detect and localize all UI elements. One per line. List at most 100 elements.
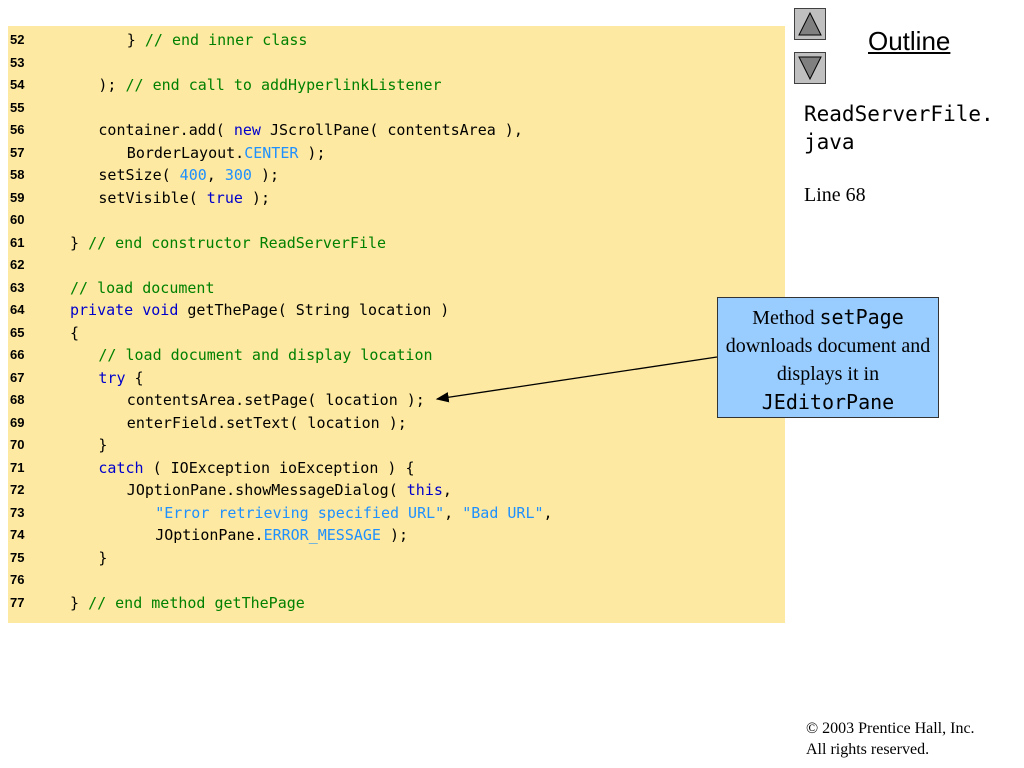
code-token: { [70,323,80,342]
code-keyword: new [233,121,261,139]
code-text: } // end method getThePage [70,592,305,614]
next-slide-button[interactable] [794,52,826,84]
line-number: 56 [10,122,25,137]
line-number: 54 [10,77,25,92]
code-token: } [98,548,108,567]
code-line: 55 [8,97,785,119]
code-comment: // load document and display location [98,346,433,364]
code-token: ); [242,188,270,207]
code-keyword: this [406,481,443,499]
code-line: 52 } // end inner class [8,29,785,51]
code-text: } [98,547,107,569]
code-text: } // end inner class [127,29,308,51]
line-number: 60 [10,212,25,227]
outline-link[interactable]: Outline [868,26,951,56]
line-number: 62 [10,257,25,272]
code-text: "Error retrieving specified URL", "Bad U… [155,502,552,524]
code-text: setSize( 400, 300 ); [98,164,279,186]
code-comment: // end method getThePage [88,593,305,612]
code-text: } [98,434,107,456]
code-line: 77} // end method getThePage [8,592,785,614]
code-keyword: catch [98,458,144,477]
code-comment: // load document [70,278,215,297]
previous-slide-button[interactable] [794,8,826,40]
code-line: 73 "Error retrieving specified URL", "Bad… [8,502,785,524]
line-number: 70 [10,437,25,452]
code-line: 62 [8,254,785,276]
code-line: 75} [8,547,785,569]
code-keyword: void [142,301,179,319]
code-token [133,301,142,319]
code-line: 54); // end call to addHyperlinkListener [8,74,785,96]
code-token: JOptionPane.showMessageDialog( [126,481,407,499]
code-text: { [70,322,79,344]
line-number: 65 [10,324,25,340]
code-token: BorderLayout. [126,143,245,162]
triangle-down-icon [798,56,822,81]
code-text: BorderLayout.CENTER ); [127,142,326,164]
line-number: 57 [10,144,25,160]
code-text: private void getThePage( String location… [70,299,449,321]
line-number: 59 [10,189,25,205]
callout-component: JEditorPane [761,390,895,414]
code-comment: // end constructor ReadServerFile [88,233,387,252]
code-comment: // end call to addHyperlinkListener [125,76,442,94]
line-number: 68 [10,392,25,407]
callout-method: setPage [819,305,904,329]
code-token: ); [251,166,280,184]
code-line: 68 contentsArea.setPage( location ); [8,389,785,411]
code-keyword: try [98,368,126,387]
code-token: } [70,593,89,612]
code-text: enterField.setText( location ); [127,412,407,434]
code-line: 72 JOptionPane.showMessageDialog( this, [8,479,785,501]
line-reference: Line 68 [804,184,866,206]
code-line: 53 [8,52,785,74]
file-name: ReadServerFile. java [804,102,994,154]
code-text: contentsArea.setPage( location ); [127,389,425,411]
callout-prefix: Method [752,307,820,329]
line-number: 64 [10,302,25,317]
code-token: , [206,166,225,184]
code-line: 64 private void getThePage( String locati… [8,299,785,321]
line-number: 66 [10,347,25,362]
code-token: ); [98,76,126,94]
line-number: 77 [10,594,25,610]
code-keyword: private [70,301,134,319]
code-token: container.add( [98,121,234,139]
code-literal: 300 [224,166,252,184]
code-literal: ERROR_MESSAGE [263,526,381,544]
code-keyword: true [206,188,243,207]
code-token: ); [298,143,326,162]
code-line: 70} [8,434,785,456]
code-token: } [98,436,108,454]
code-text: // load document [70,277,215,299]
copyright-symbol: © [806,720,819,737]
copyright-line1: 2003 Prentice Hall, Inc. [818,720,975,737]
line-number: 72 [10,482,25,497]
line-number: 63 [10,279,25,295]
code-token: JOptionPane. [155,526,264,544]
line-number: 75 [10,549,25,565]
code-comment: // end inner class [144,31,308,49]
line-number: 61 [10,234,25,250]
code-text: try { [98,367,143,389]
callout-box: Method setPage downloads document and di… [717,297,939,418]
code-line: 57 BorderLayout.CENTER ); [8,142,785,164]
code-line: 63 // load document [8,277,785,299]
line-number: 71 [10,459,25,475]
code-text: JOptionPane.showMessageDialog( this, [127,479,452,501]
line-number: 76 [10,572,25,587]
code-token: ); [380,526,409,544]
line-number: 73 [10,504,25,520]
code-token: { [125,368,144,387]
line-number: 52 [10,32,25,47]
line-number: 53 [10,54,25,70]
code-token: , [444,503,463,522]
